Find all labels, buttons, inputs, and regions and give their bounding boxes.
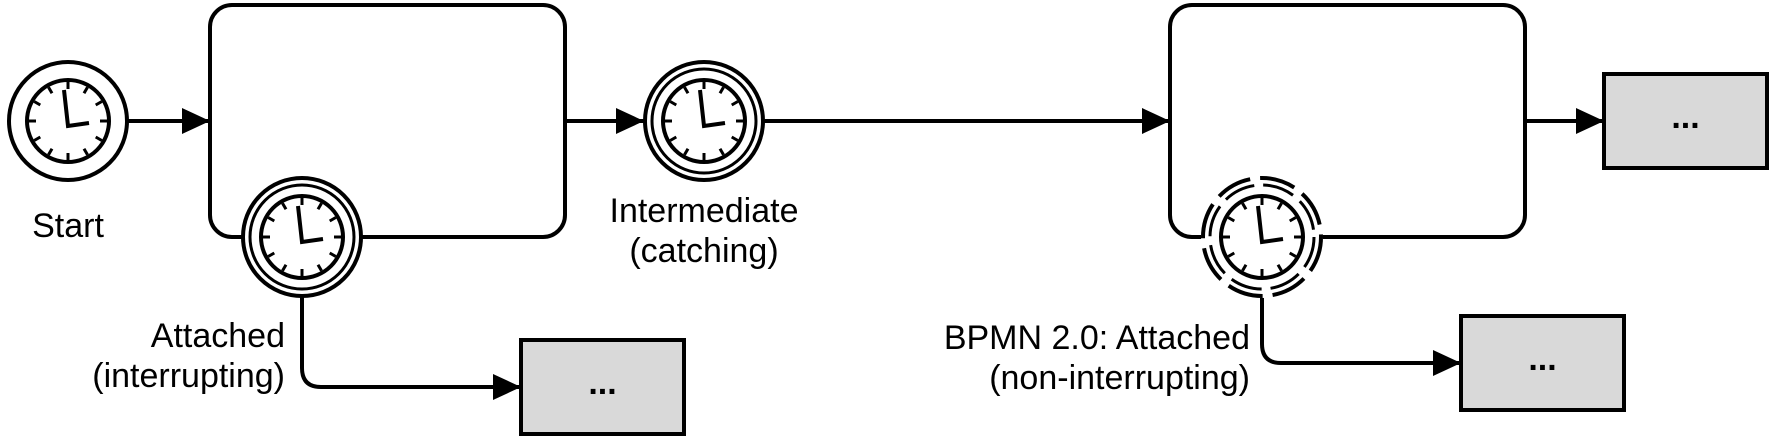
attached-noninterrupting-timer-event[interactable]	[1201, 176, 1323, 298]
clock-icon	[25, 78, 111, 164]
label-attached-interrupting: Attached (interrupting)	[30, 316, 285, 396]
result-box-1-text: ...	[1671, 98, 1700, 136]
flow-attached-noninterrupting-to-box3[interactable]	[1260, 290, 1461, 376]
result-box-2-text: ...	[588, 364, 617, 402]
result-box-1[interactable]	[1602, 72, 1769, 170]
label-attached-interrupting-line1: Attached	[150, 317, 285, 355]
label-attached-interrupting-line2: (interrupting)	[92, 357, 285, 395]
flow-attached-interrupting-to-box2[interactable]	[300, 290, 521, 400]
label-intermediate-line1: Intermediate	[609, 192, 799, 230]
clock-icon	[1219, 194, 1305, 280]
intermediate-timer-event[interactable]	[643, 60, 765, 182]
label-intermediate-line2: (catching)	[629, 232, 779, 270]
result-box-3[interactable]	[1459, 314, 1626, 412]
start-timer-event[interactable]	[7, 60, 129, 182]
label-attached-noninterrupting: BPMN 2.0: Attached (non-interrupting)	[860, 318, 1250, 398]
attached-interrupting-timer-event[interactable]	[241, 176, 363, 298]
label-attached-noninterrupting-line2: (non-interrupting)	[989, 359, 1250, 397]
clock-icon	[259, 194, 345, 280]
label-start-text: Start	[32, 207, 104, 245]
label-attached-noninterrupting-line1: BPMN 2.0: Attached	[943, 319, 1250, 357]
label-start: Start	[18, 206, 118, 246]
clock-icon	[661, 78, 747, 164]
result-box-3-text: ...	[1528, 340, 1557, 378]
label-intermediate: Intermediate (catching)	[584, 191, 824, 271]
